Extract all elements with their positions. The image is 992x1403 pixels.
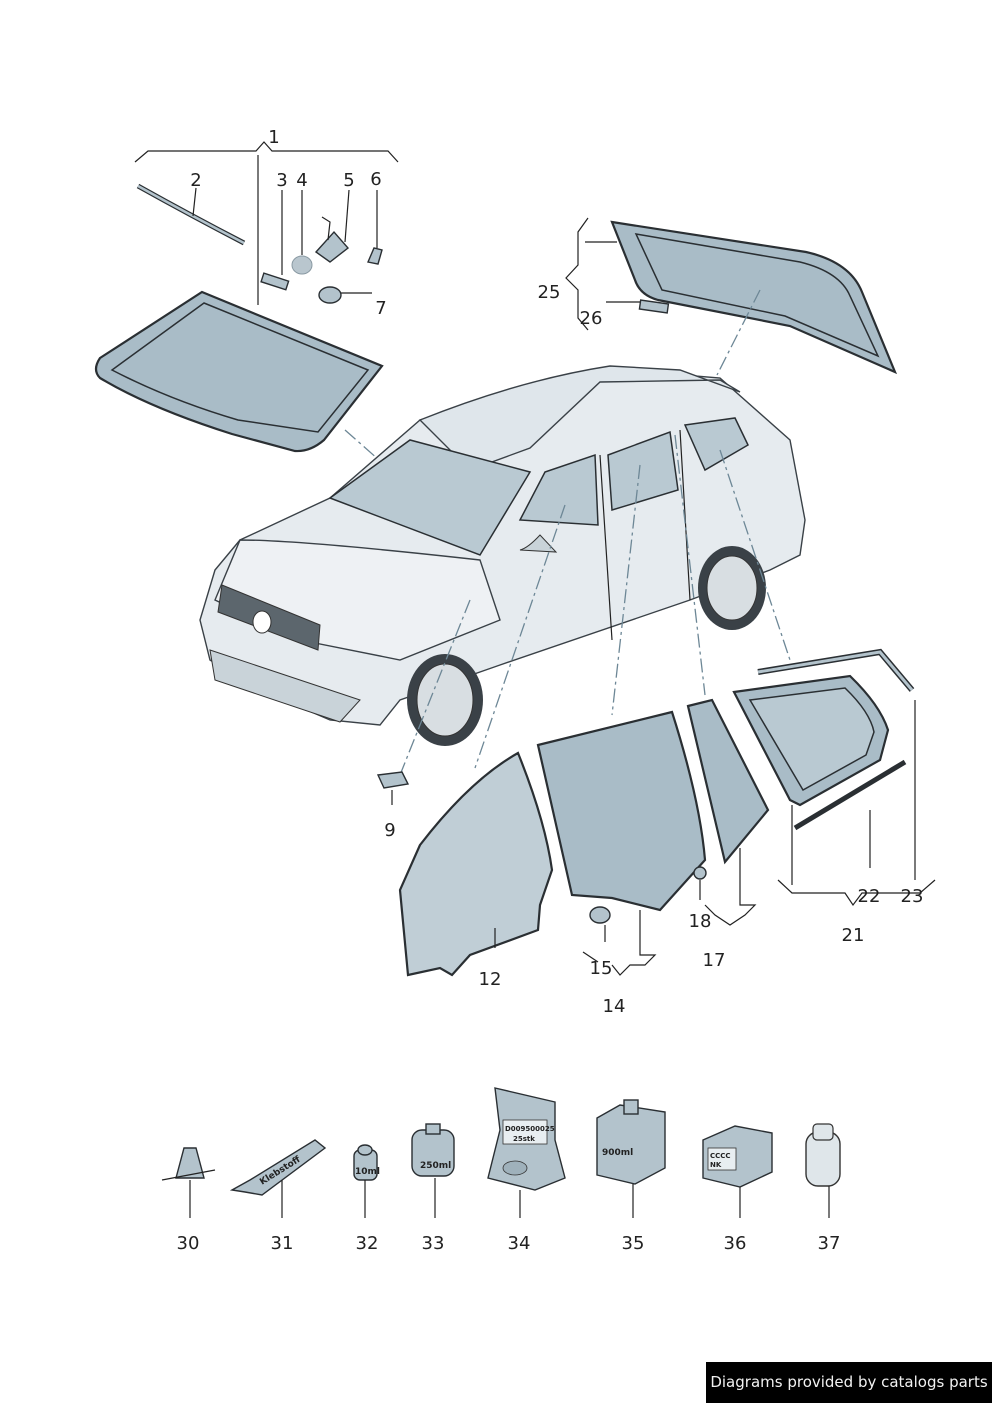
callout-30[interactable]: 30 (177, 1233, 200, 1254)
svg-text:CCCC: CCCC (710, 1152, 731, 1160)
svg-text:D009500025: D009500025 (505, 1125, 555, 1133)
part-35-canister: 900ml (596, 1099, 666, 1218)
part-4 (291, 255, 313, 275)
part-5-sensor (314, 230, 350, 263)
part-18 (693, 866, 707, 880)
callout-26[interactable]: 26 (580, 308, 603, 329)
callout-36[interactable]: 36 (724, 1233, 747, 1254)
part-34-bag: D009500025 25stk (487, 1087, 566, 1218)
part-6-clip (367, 247, 383, 265)
bracket-1 (134, 141, 399, 163)
part-3 (260, 272, 290, 291)
vehicle-illustration (199, 365, 806, 746)
callout-6[interactable]: 6 (370, 169, 381, 190)
callout-32[interactable]: 32 (356, 1233, 379, 1254)
part-7-sensor (318, 286, 342, 304)
callout-14[interactable]: 14 (603, 996, 626, 1017)
part-33-can: 250ml (411, 1123, 455, 1218)
svg-text:25stk: 25stk (513, 1135, 535, 1143)
callout-17[interactable]: 17 (703, 950, 726, 971)
windshield (94, 290, 384, 453)
callout-35[interactable]: 35 (622, 1233, 645, 1254)
callout-15[interactable]: 15 (590, 958, 613, 979)
part-15 (589, 906, 611, 924)
callout-4[interactable]: 4 (296, 170, 307, 191)
svg-text:10ml: 10ml (355, 1167, 380, 1177)
callout-1[interactable]: 1 (268, 127, 279, 148)
part-26 (638, 299, 670, 314)
callout-33[interactable]: 33 (422, 1233, 445, 1254)
callout-23[interactable]: 23 (901, 886, 924, 907)
part-30-spacer (161, 1147, 216, 1218)
callout-9[interactable]: 9 (384, 820, 395, 841)
credit-banner: Diagrams provided by catalogs parts (706, 1362, 992, 1403)
callout-12[interactable]: 12 (479, 969, 502, 990)
part-22-seal (793, 759, 907, 831)
callout-18[interactable]: 18 (689, 911, 712, 932)
svg-text:250ml: 250ml (420, 1161, 451, 1171)
callout-34[interactable]: 34 (508, 1233, 531, 1254)
callout-22[interactable]: 22 (858, 886, 881, 907)
callout-25[interactable]: 25 (538, 282, 561, 303)
part-9 (376, 771, 410, 789)
rear-door-glass (536, 710, 707, 912)
callout-5[interactable]: 5 (343, 170, 354, 191)
callout-3[interactable]: 3 (276, 170, 287, 191)
callout-21[interactable]: 21 (842, 925, 865, 946)
part-36-box: CCCC NK (702, 1125, 773, 1218)
callout-2[interactable]: 2 (190, 170, 201, 191)
part-32-bottle: 10ml (353, 1144, 380, 1218)
part-37-bottle (805, 1123, 841, 1218)
front-door-glass (398, 751, 554, 977)
callout-37[interactable]: 37 (818, 1233, 841, 1254)
svg-text:NK: NK (710, 1161, 722, 1169)
callout-31[interactable]: 31 (271, 1233, 294, 1254)
callout-7[interactable]: 7 (375, 298, 386, 319)
quarter-vent-glass (686, 698, 770, 865)
part-31-adhesive-tube: Klebstoff (229, 1139, 327, 1218)
svg-text:900ml: 900ml (602, 1148, 633, 1158)
rear-window (610, 220, 898, 375)
